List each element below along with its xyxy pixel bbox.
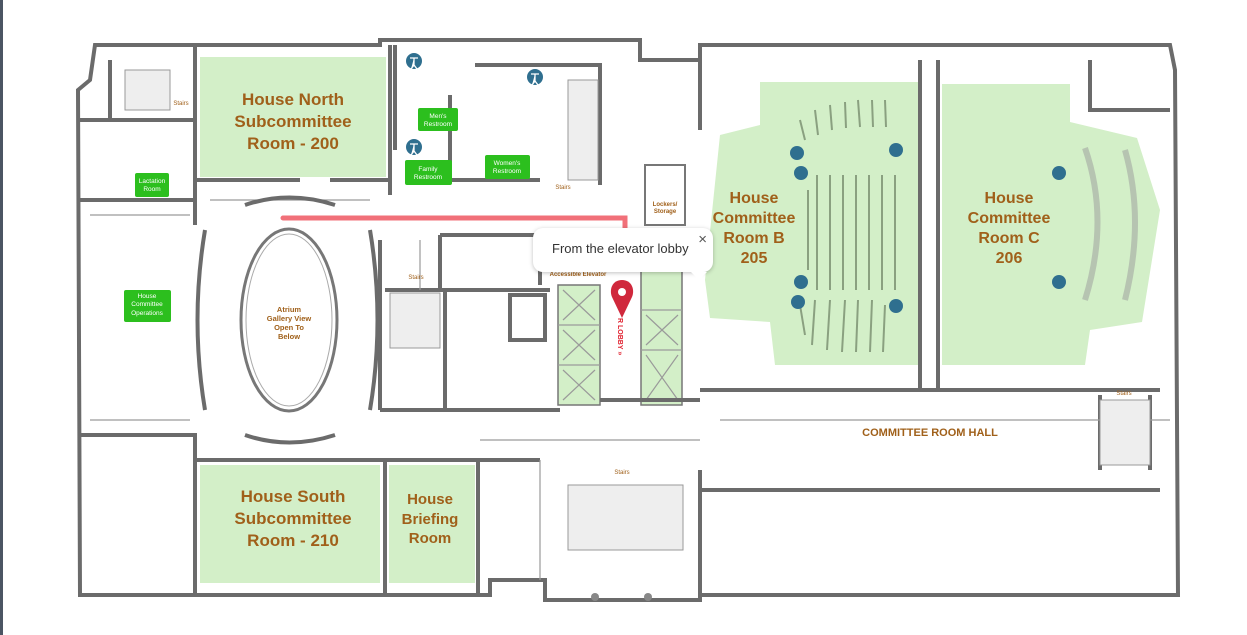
stairs-label: Stairs [1116, 391, 1131, 397]
stairs-label: Stairs [408, 275, 423, 281]
elevator-bank-right [640, 269, 683, 406]
lockers-storage [644, 164, 686, 226]
entrance-marker [644, 593, 652, 601]
accessibility-icon [889, 143, 903, 157]
accessibility-icon [794, 166, 808, 180]
route-line [280, 215, 628, 231]
close-icon[interactable]: × [698, 231, 707, 248]
room-committee-c[interactable] [942, 84, 1160, 365]
accessibility-icon [790, 146, 804, 160]
entrance-marker [591, 593, 599, 601]
room-committee-b[interactable] [705, 82, 918, 365]
stairs-east [1099, 399, 1151, 466]
atrium [239, 227, 339, 413]
accessibility-icon [1052, 166, 1066, 180]
room-north-subcommittee[interactable] [200, 57, 386, 177]
map-tooltip: From the elevator lobby × [533, 228, 713, 280]
location-pin-icon[interactable] [610, 280, 634, 318]
stairs-label: Stairs [614, 470, 629, 476]
committee-room-hall-label: COMMITTEE ROOM HALL [862, 427, 998, 439]
stairs-label: Stairs [555, 185, 570, 191]
accessibility-icon [791, 295, 805, 309]
room-south-subcommittee[interactable] [200, 465, 380, 583]
tooltip-text: From the elevator lobby [552, 241, 689, 256]
seating-room-b [799, 99, 896, 353]
accessibility-icons [406, 53, 1066, 313]
stairs-south [567, 484, 684, 551]
stairs-label: Stairs [173, 101, 188, 107]
stairs-north [567, 79, 599, 181]
accessibility-icon [889, 299, 903, 313]
stairs-center [389, 292, 441, 349]
lockers-label: Lockers/Storage [653, 202, 678, 215]
window-edge [0, 0, 3, 635]
lobby-label: R LOBBY » [616, 318, 623, 355]
stairs-nw [124, 69, 171, 111]
room-briefing[interactable] [389, 465, 475, 583]
accessible-elevator-label: Accessible Elevator [550, 272, 607, 278]
accessibility-icon [794, 275, 808, 289]
accessibility-icon [1052, 275, 1066, 289]
dais-room-c [1082, 147, 1138, 301]
